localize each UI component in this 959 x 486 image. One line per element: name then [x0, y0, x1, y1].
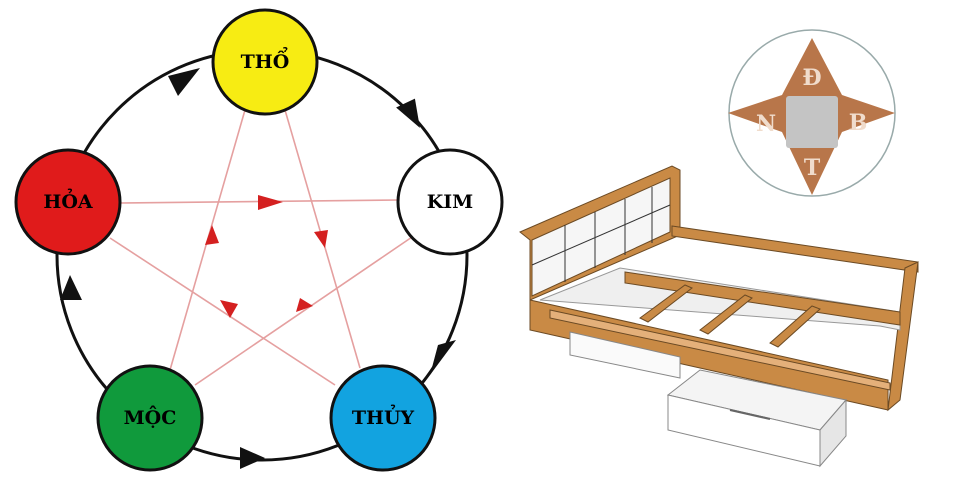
element-thuy: THỦY [329, 364, 437, 472]
compass-right-label: B [849, 110, 868, 136]
controlling-lines [109, 109, 416, 386]
bed-drawer [666, 369, 847, 468]
bed-illustration [519, 165, 919, 468]
element-moc: MỘC [96, 364, 204, 472]
element-tho: THỔ [211, 8, 319, 116]
compass-left-label: N [756, 111, 776, 137]
element-label: KIM [427, 191, 473, 213]
arrow-kim-thuy [430, 340, 456, 375]
compass: Đ N B T [728, 29, 896, 197]
arrow-thuy-moc [240, 447, 265, 469]
element-label: HỎA [43, 187, 93, 213]
arrow-tho-kim [396, 98, 420, 128]
controlling-arrows [205, 195, 328, 318]
element-kim: KIM [396, 148, 504, 256]
cycle-arrows [60, 68, 456, 469]
arrow-hoa-tho [168, 68, 200, 96]
compass-bottom-label: T [804, 155, 821, 181]
arrow-moc-hoa [60, 275, 82, 300]
element-hoa: HỎA [14, 148, 122, 256]
element-label: THỦY [352, 403, 415, 429]
element-label: MỘC [124, 405, 177, 429]
compass-top-label: Đ [802, 65, 821, 91]
element-label: THỔ [241, 46, 290, 73]
